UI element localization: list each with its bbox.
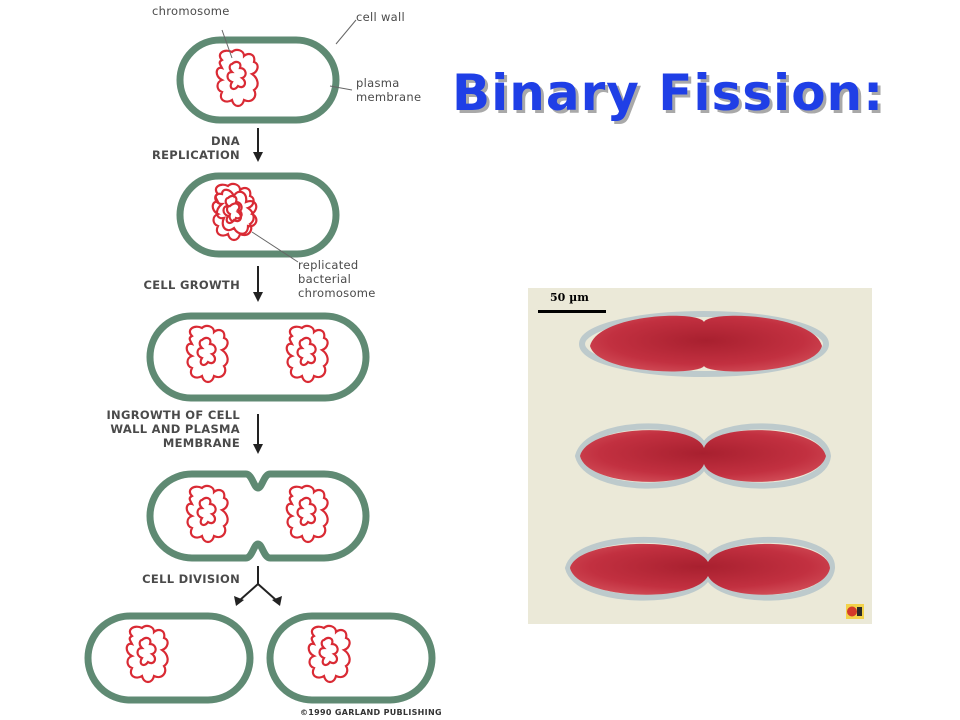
micrograph-cell-top xyxy=(590,315,822,372)
label-chromosome: chromosome xyxy=(152,4,230,18)
cell-stage-1 xyxy=(176,36,340,124)
micrograph-image xyxy=(528,288,872,624)
step-dna-replication: DNA REPLICATION xyxy=(151,134,240,162)
cell-stage-2 xyxy=(176,172,340,258)
scale-bar xyxy=(538,310,606,313)
page-title: Binary Fission: xyxy=(452,64,885,122)
daughter-cell-left xyxy=(84,612,254,704)
step-cell-growth: CELL GROWTH xyxy=(143,278,240,292)
arrow-cell-growth xyxy=(253,266,263,302)
step-cell-division: CELL DIVISION xyxy=(142,572,240,586)
daughter-cell-right xyxy=(266,612,436,704)
publisher-logo-icon xyxy=(846,604,864,619)
micrograph-cell-middle xyxy=(580,430,826,482)
binary-fission-diagram xyxy=(84,19,436,704)
copyright-text: ©1990 GARLAND PUBLISHING xyxy=(300,708,442,717)
label-cell-wall: cell wall xyxy=(356,10,405,24)
label-plasma-membrane: plasma membrane xyxy=(356,76,422,104)
arrow-ingrowth xyxy=(253,414,263,454)
cell-stage-3 xyxy=(146,312,370,402)
step-ingrowth: INGROWTH OF CELL WALL AND PLASMA MEMBRAN… xyxy=(106,408,240,450)
micrograph-cell-bottom xyxy=(570,543,830,595)
cell-stage-4 xyxy=(146,470,370,562)
arrow-cell-division xyxy=(234,566,282,606)
arrow-dna-replication xyxy=(253,128,263,162)
scale-bar-label: 50 µm xyxy=(550,291,589,304)
label-replicated-chromosome: replicated bacterial chromosome xyxy=(298,258,376,300)
